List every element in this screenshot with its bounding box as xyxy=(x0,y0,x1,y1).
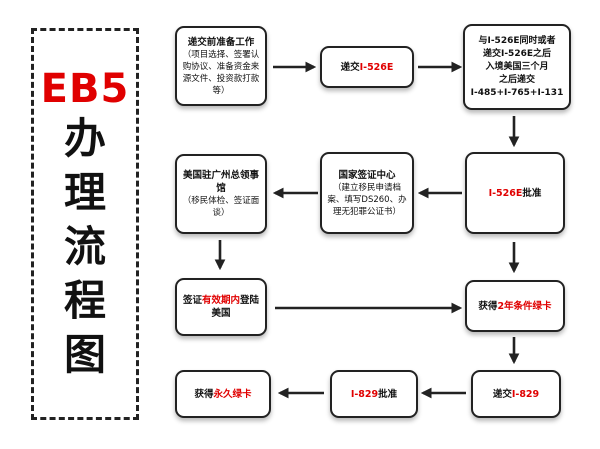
i829-approved-code: I-829 xyxy=(350,388,379,400)
concurrent-line-1: 与I-526E同时或者 xyxy=(478,35,556,46)
prep-title: 递交前准备工作 xyxy=(187,36,255,48)
node-permanent-green-card: 获得永久绿卡 xyxy=(175,370,271,418)
node-submit-i829: 递交I-829 xyxy=(471,370,561,418)
node-submit-i526e: 递交I-526E xyxy=(320,46,414,88)
conditional-gc-label: 2年条件绿卡 xyxy=(497,300,552,312)
permanent-gc-prefix: 获得 xyxy=(194,388,214,400)
nvc-detail: （建立移民申请档案、填写DS260、办理无犯罪公证书） xyxy=(327,182,407,217)
title-frame: EB5 办 理 流 程 图 xyxy=(31,28,139,420)
title-char-3: 流 xyxy=(63,222,106,271)
conditional-gc-prefix: 获得 xyxy=(478,300,498,312)
concurrent-line-4: 之后递交 xyxy=(498,74,535,85)
concurrent-line-3: 入境美国三个月 xyxy=(485,61,549,72)
consulate-detail: （移民体检、签证面谈） xyxy=(182,196,260,218)
prep-detail: （项目选择、签署认购协议、准备资金来源文件、投资款打款等） xyxy=(182,49,260,96)
nvc-title: 国家签证中心 xyxy=(338,169,396,181)
title-char-2: 理 xyxy=(63,168,106,217)
node-i526e-approved: I-526E批准 xyxy=(465,152,565,234)
concurrent-line-5: I-485+I-765+I-131 xyxy=(470,87,564,98)
consulate-title: 美国驻广州总领事馆 xyxy=(182,170,259,194)
enter-us-suffix: 登陆美国 xyxy=(211,295,260,319)
node-i829-approved: I-829批准 xyxy=(330,370,418,418)
node-concurrent-filing: 与I-526E同时或者 递交I-526E之后 入境美国三个月 之后递交 I-48… xyxy=(463,24,571,110)
enter-us-prefix: 签证 xyxy=(182,295,202,306)
node-nvc: 国家签证中心 （建立移民申请档案、填写DS260、办理无犯罪公证书） xyxy=(320,152,414,234)
submit-i829-code: I-829 xyxy=(511,388,540,400)
submit-i829-prefix: 递交 xyxy=(492,388,512,400)
node-prep-work: 递交前准备工作 （项目选择、签署认购协议、准备资金来源文件、投资款打款等） xyxy=(175,26,267,106)
permanent-gc-label: 永久绿卡 xyxy=(213,388,252,400)
enter-us-validity: 有效期内 xyxy=(201,295,240,306)
i526e-approved-suffix: 批准 xyxy=(522,187,542,199)
node-conditional-green-card: 获得2年条件绿卡 xyxy=(465,280,565,332)
title-char-5: 图 xyxy=(63,330,106,379)
title-char-4: 程 xyxy=(63,276,106,325)
submit-i526e-code: I-526E xyxy=(359,61,394,73)
concurrent-line-2: 递交I-526E之后 xyxy=(482,48,551,59)
node-consulate: 美国驻广州总领事馆 （移民体检、签证面谈） xyxy=(175,154,267,234)
i829-approved-suffix: 批准 xyxy=(378,388,398,400)
title-char-1: 办 xyxy=(63,114,106,163)
title-eb5: EB5 xyxy=(40,66,130,112)
submit-i526e-prefix: 递交 xyxy=(340,61,360,73)
i526e-approved-code: I-526E xyxy=(488,187,523,199)
node-enter-us: 签证有效期内登陆美国 xyxy=(175,278,267,336)
